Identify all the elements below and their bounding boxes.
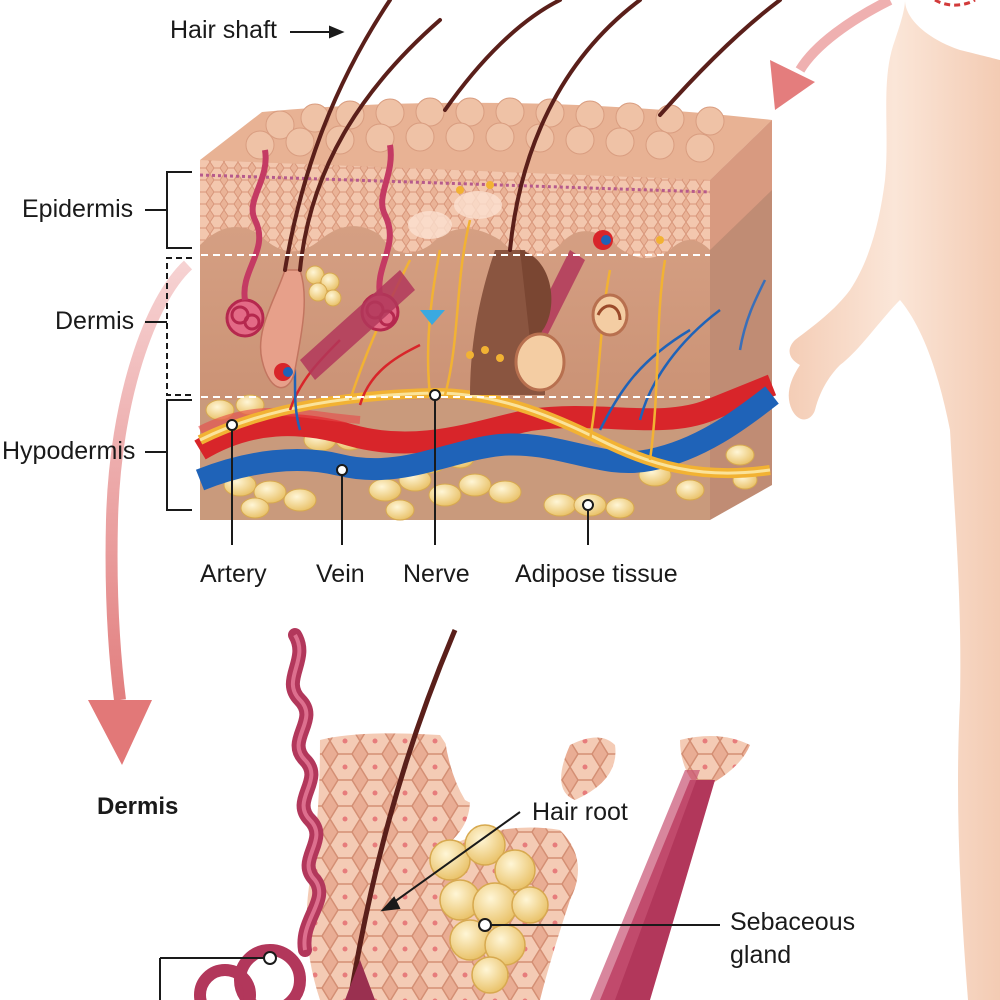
skin-cross-section-block [165,0,782,521]
adipose-tissue-label: Adipose tissue [515,560,678,588]
sebaceous-gland-label-line2: gland [730,941,792,969]
dermis-detail-title: Dermis [97,793,179,820]
epidermis-label: Epidermis [22,195,134,223]
body-to-skin-arrow [770,0,893,110]
human-body-silhouette [788,0,1000,1000]
nerve-label: Nerve [403,560,470,588]
hypodermis-label: Hypodermis [2,437,136,465]
block-pointers [226,25,594,545]
artery-label: Artery [200,560,267,588]
hair-root-label: Hair root [532,798,628,826]
sebaceous-gland-label-line1: Sebaceous [730,908,856,936]
dermis-label: Dermis [55,307,135,335]
hair-shaft-label: Hair shaft [170,16,277,44]
layer-brackets [145,171,192,511]
vein-label: Vein [316,560,365,588]
dermis-detail-illustration [159,628,750,1000]
block-to-detail-arrow [88,260,193,765]
